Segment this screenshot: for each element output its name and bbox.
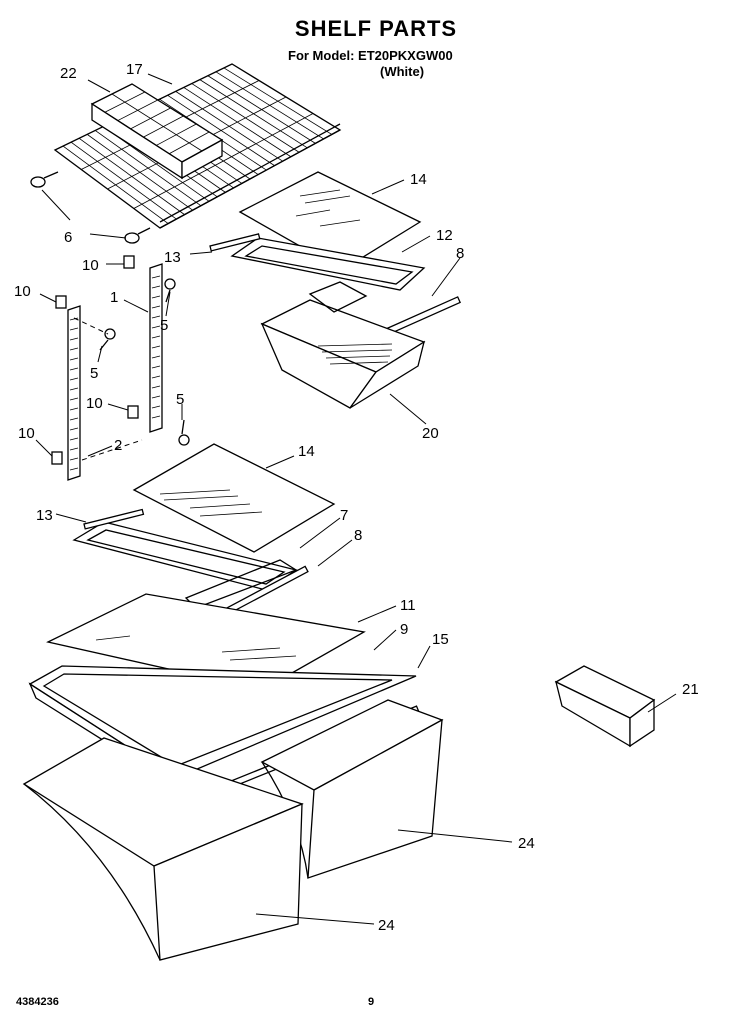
callout-22: 22 (60, 65, 77, 82)
model-color: (White) (380, 64, 425, 79)
callout-11: 11 (400, 597, 416, 614)
callout-12: 12 (436, 227, 453, 244)
shelf-ladder-2 (67, 305, 81, 481)
callout-10-c: 10 (86, 395, 103, 412)
bracket-10-c (127, 405, 139, 419)
door-bin-21 (554, 665, 656, 748)
leader-lines (35, 73, 677, 925)
screw-5-a (164, 278, 176, 303)
page-title: SHELF PARTS (294, 16, 458, 41)
callout-21: 21 (682, 681, 699, 698)
crisper-drawer-24-right (260, 699, 444, 879)
shelf-end-cap-6-left (30, 171, 59, 188)
callout-13-middle: 13 (36, 507, 53, 524)
shelf-frame-12 (230, 237, 426, 291)
callout-10-d: 10 (18, 425, 35, 442)
callout-24-left: 24 (378, 917, 395, 934)
ice-tray-22 (90, 83, 224, 180)
callout-6: 6 (64, 229, 72, 246)
callout-5-c: 5 (176, 391, 184, 408)
page-number: 9 (368, 996, 375, 1008)
callout-1: 1 (110, 289, 118, 306)
callout-8-middle: 8 (354, 527, 362, 544)
callout-5-b: 5 (90, 365, 98, 382)
callout-20: 20 (422, 425, 439, 442)
document-number: 4384236 (16, 996, 59, 1008)
callout-5-a: 5 (160, 317, 168, 334)
callout-10-a: 10 (82, 257, 99, 274)
screw-5-c (178, 419, 190, 446)
callout-17: 17 (126, 61, 143, 78)
crisper-drawer-24-left (22, 737, 304, 961)
screw-5-b (99, 328, 116, 351)
callout-7: 7 (340, 507, 348, 524)
callout-14-upper: 14 (410, 171, 427, 188)
bracket-10-b (55, 295, 67, 309)
shelf-end-cap-6-right (124, 227, 151, 244)
callout-10-b: 10 (14, 283, 31, 300)
callout-15: 15 (432, 631, 449, 648)
model-number: For Model: ET20PKXGW00 (288, 48, 453, 63)
shelf-ladder-1 (149, 263, 163, 433)
callout-13-upper: 13 (164, 249, 181, 266)
shelf-trim-13-upper (209, 233, 261, 252)
callout-2: 2 (114, 437, 122, 454)
shelf-trim-13-middle (83, 508, 145, 530)
meat-pan-20 (260, 281, 426, 409)
callout-24-right: 24 (518, 835, 535, 852)
callout-14-middle: 14 (298, 443, 315, 460)
bracket-10-a (123, 255, 135, 269)
bracket-10-d (51, 451, 63, 465)
callout-8-upper: 8 (456, 245, 464, 262)
glass-shelf-14-middle (132, 443, 336, 553)
callout-9: 9 (400, 621, 408, 638)
